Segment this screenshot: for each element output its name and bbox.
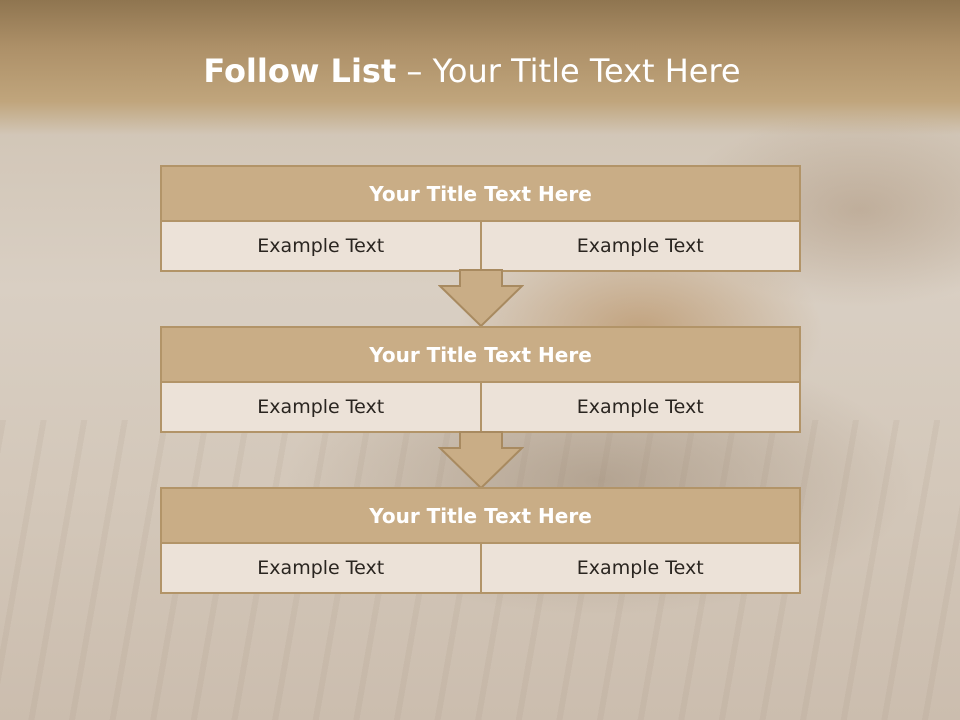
step-block-1: Your Title Text Here Example Text Exampl… [160,165,801,272]
title-rest: – Your Title Text Here [396,52,741,90]
step-cell-left: Example Text [160,222,482,272]
step-cell-left: Example Text [160,544,482,594]
step-title: Your Title Text Here [160,165,801,222]
title-bold: Follow List [203,52,397,90]
header-band [0,0,960,135]
step-row: Example Text Example Text [160,383,801,433]
step-cell-right: Example Text [481,222,801,272]
step-cell-right: Example Text [481,544,801,594]
step-block-3: Your Title Text Here Example Text Exampl… [160,487,801,594]
step-block-2: Your Title Text Here Example Text Exampl… [160,326,801,433]
step-title: Your Title Text Here [160,487,801,544]
down-arrow-icon [438,431,524,490]
slide-title: Follow List – Your Title Text Here [0,52,944,90]
step-row: Example Text Example Text [160,222,801,272]
down-arrow-icon [438,269,524,328]
step-title: Your Title Text Here [160,326,801,383]
step-row: Example Text Example Text [160,544,801,594]
step-cell-left: Example Text [160,383,482,433]
step-cell-right: Example Text [481,383,801,433]
